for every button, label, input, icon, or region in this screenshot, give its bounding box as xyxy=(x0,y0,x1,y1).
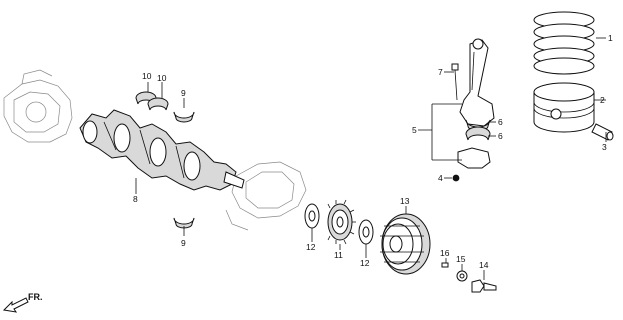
callout-14: 14 xyxy=(479,260,489,270)
thrust-washer-right xyxy=(358,219,374,245)
callout-3: 3 xyxy=(602,142,607,152)
callout-2: 2 xyxy=(600,95,605,105)
callout-6b: 6 xyxy=(498,131,503,141)
main-bearing-upper-pair xyxy=(135,91,169,111)
crankshaft xyxy=(79,109,245,191)
thrust-washer-left xyxy=(304,203,320,229)
pulley-bolt xyxy=(471,279,497,293)
main-bearing-lower xyxy=(173,217,195,229)
callout-5: 5 xyxy=(412,125,417,135)
engine-block-outline-middle xyxy=(225,161,307,231)
rod-bolt xyxy=(451,63,459,101)
callout-12b: 12 xyxy=(360,258,370,268)
callout-15: 15 xyxy=(456,254,466,264)
rod-bearing-lower xyxy=(465,126,491,141)
callout-12a: 12 xyxy=(306,242,316,252)
piston-pin xyxy=(591,123,614,141)
rod-nut xyxy=(452,174,460,182)
front-direction-indicator: FR. xyxy=(2,292,43,313)
callout-8: 8 xyxy=(133,194,138,204)
callout-7: 7 xyxy=(438,67,443,77)
connecting-rod xyxy=(459,38,495,127)
callout-9a: 9 xyxy=(181,88,186,98)
engine-block-outline-left xyxy=(3,69,73,143)
callout-11: 11 xyxy=(334,250,343,260)
pulley-key xyxy=(441,262,449,268)
callout-1: 1 xyxy=(608,33,613,43)
main-bearing-upper xyxy=(173,111,195,123)
callout-10b: 10 xyxy=(157,73,167,83)
piston xyxy=(533,82,595,133)
callout-6a: 6 xyxy=(498,117,503,127)
rod-cap xyxy=(457,147,491,169)
crankshaft-pulley xyxy=(380,213,431,275)
callout-9b: 9 xyxy=(181,238,186,248)
pulley-washer xyxy=(456,270,468,282)
front-direction-label: FR. xyxy=(28,292,43,302)
callout-labels: 1 2 3 4 5 6 6 7 8 9 9 10 10 11 12 12 13 … xyxy=(133,33,613,270)
callout-16: 16 xyxy=(440,248,450,258)
piston-ring-set xyxy=(533,11,595,75)
callout-13: 13 xyxy=(400,196,410,206)
timing-sprocket xyxy=(327,199,356,245)
callout-10a: 10 xyxy=(142,71,152,81)
callout-4: 4 xyxy=(438,173,443,183)
leader-lines xyxy=(135,37,607,280)
